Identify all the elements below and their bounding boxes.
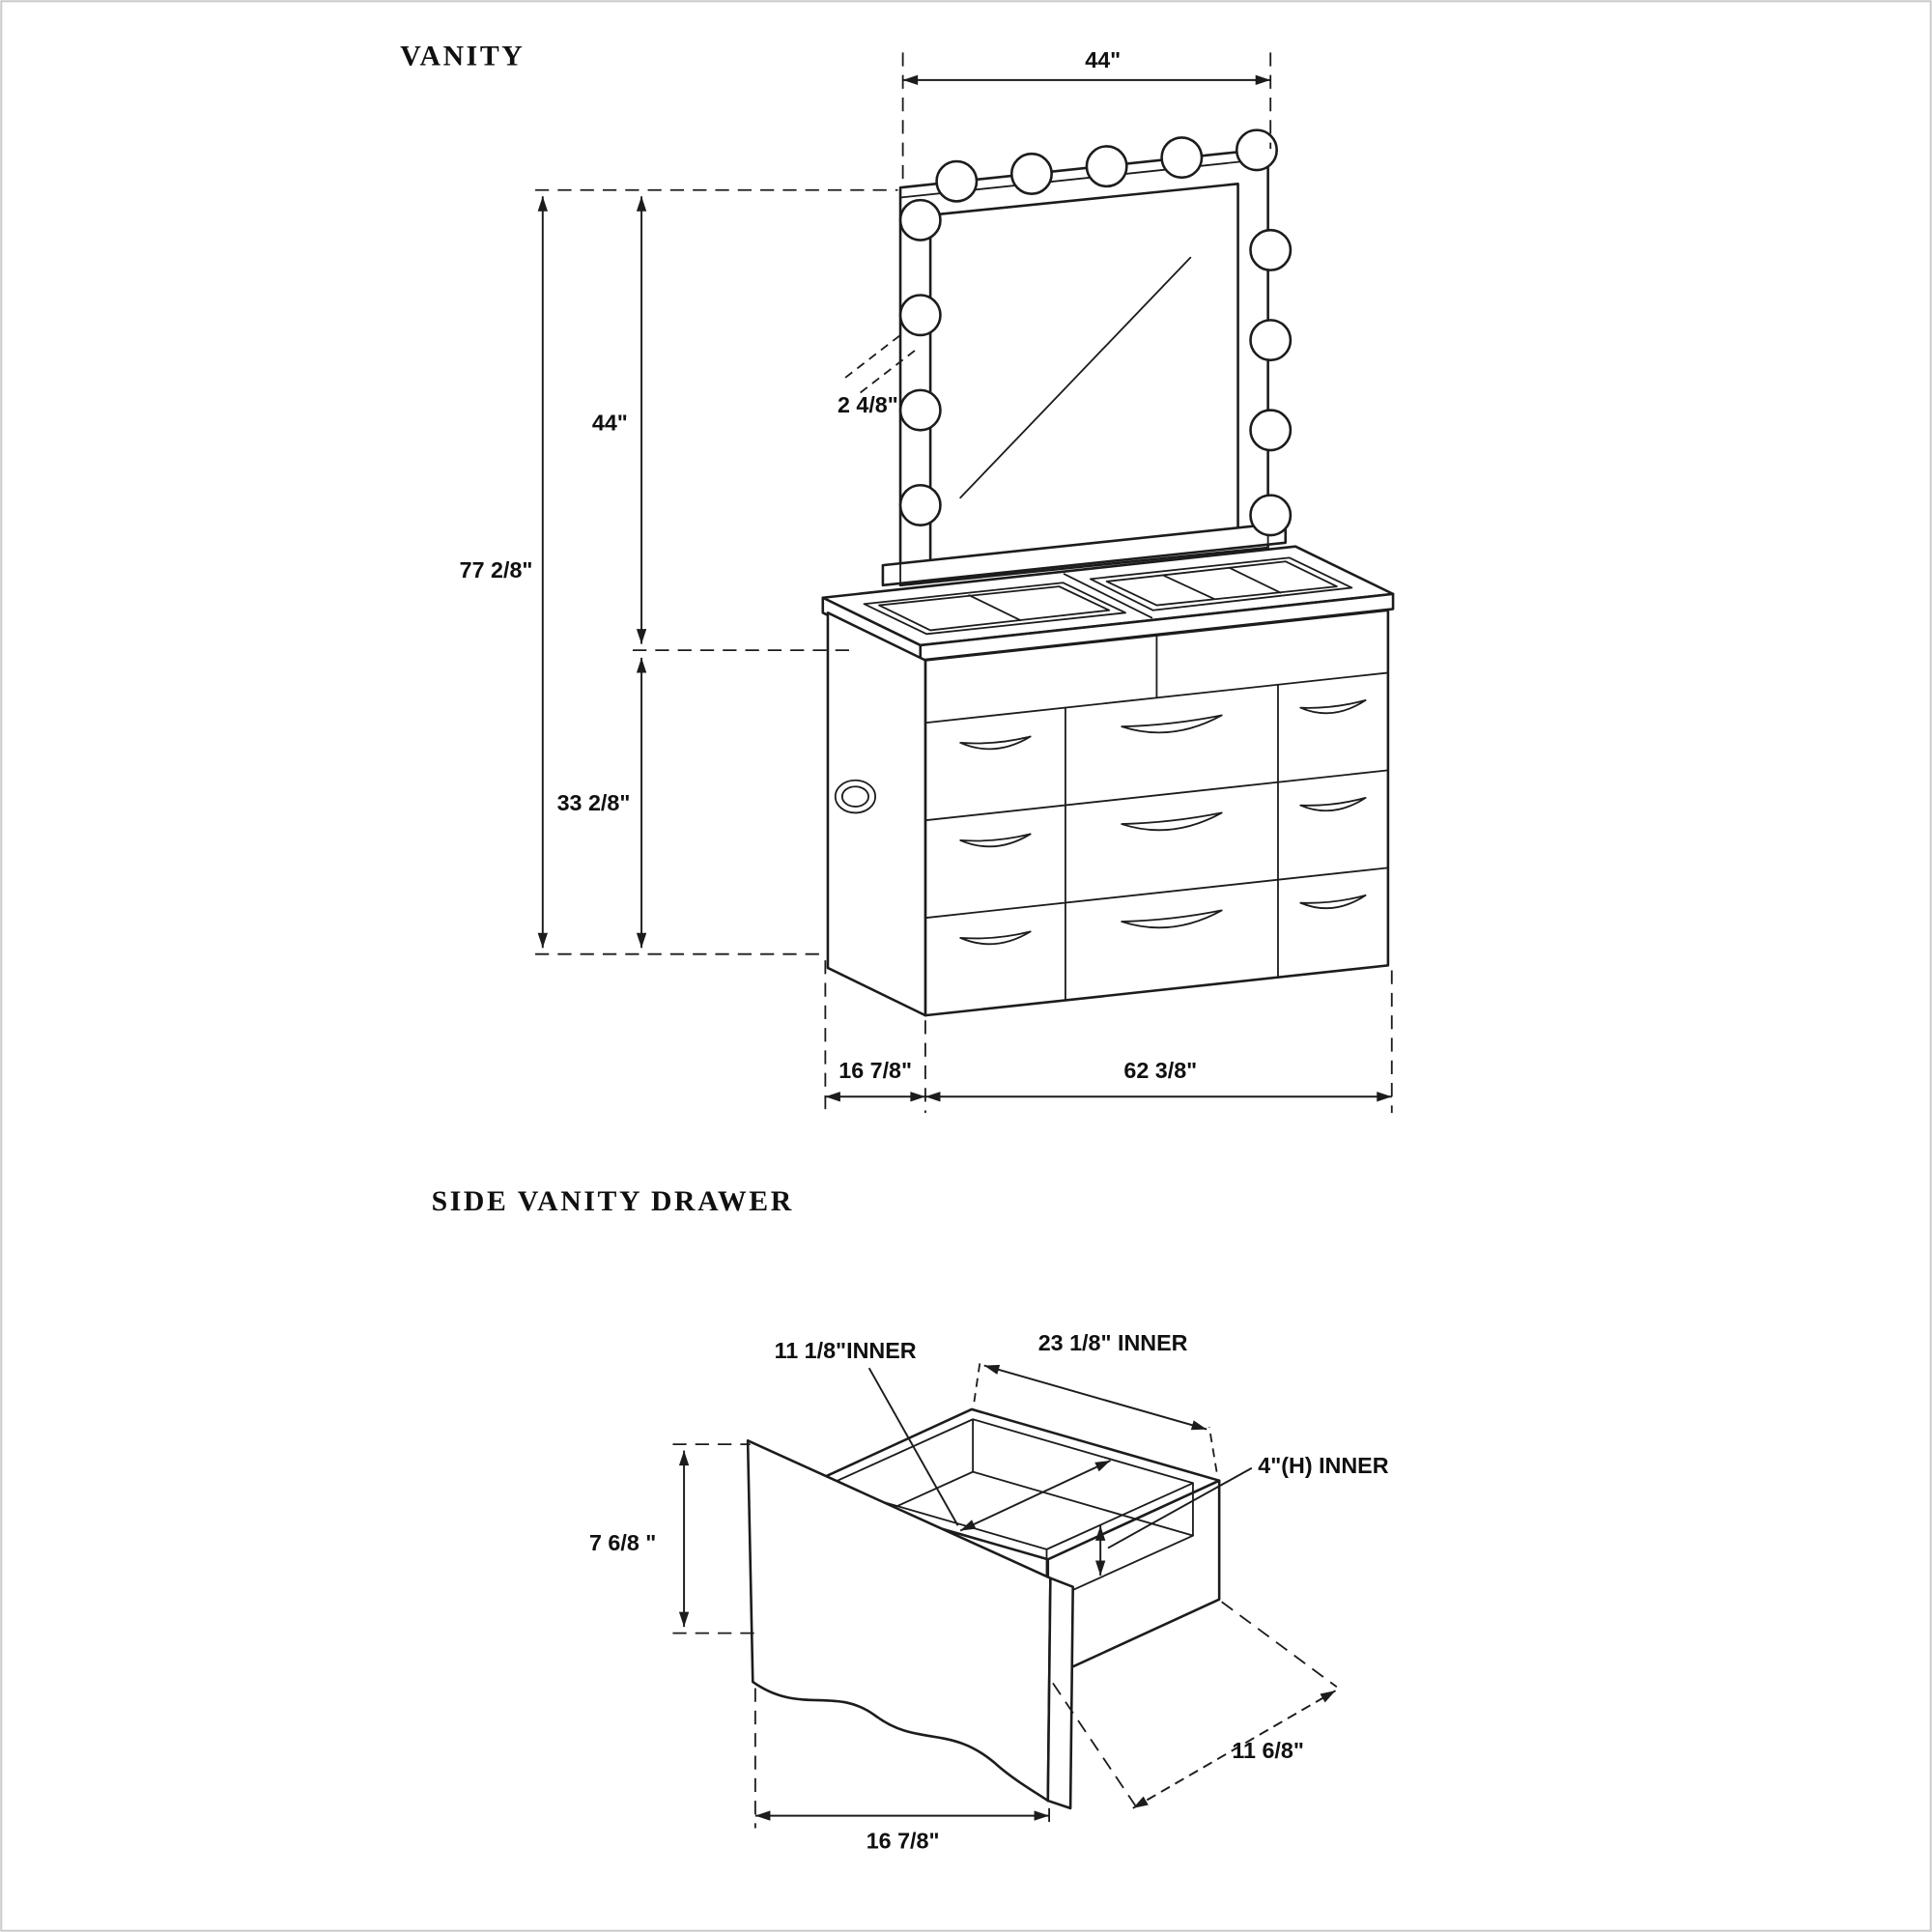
light-bulb (1249, 494, 1293, 537)
mirror-reflection-line (959, 256, 1192, 499)
ext-line (973, 1358, 981, 1403)
light-bulb (1009, 152, 1053, 195)
dim-inner-width: 11 1/8"INNER (775, 1338, 917, 1363)
drawer-dimensions: 23 1/8" INNER 11 1/8"INNER 4"(H) INNER 7… (589, 1330, 1389, 1853)
vanity-title: VANITY (400, 40, 525, 71)
drawer-handles (959, 699, 1367, 946)
left-tray-inner (878, 585, 1111, 632)
drawer-separator-2 (924, 867, 1389, 920)
handle (1121, 811, 1223, 832)
right-tray-inner (1105, 560, 1338, 607)
dim-base-height: 33 2/8" (557, 790, 631, 815)
handle (1121, 714, 1223, 734)
dim-line-inner-width (959, 1460, 1111, 1532)
mirror-base-bar (881, 521, 1288, 587)
drawer-separator-1 (924, 769, 1389, 822)
light-bulb (1249, 409, 1293, 452)
dim-inner-depth: 23 1/8" INNER (1038, 1330, 1188, 1355)
leader-line (867, 1367, 959, 1526)
dim-line-side-depth (1132, 1690, 1337, 1809)
light-bulb (935, 159, 979, 203)
drawer-diagram: SIDE VANITY DRAWER 23 1/8" INNER 11 1/8 (432, 1185, 1389, 1853)
light-bulb (898, 483, 942, 526)
light-bulb (1085, 145, 1128, 188)
dim-side-depth: 11 6/8" (1232, 1738, 1304, 1763)
handle (1121, 909, 1223, 929)
dim-line-inner-depth (983, 1364, 1208, 1431)
ext-line (1052, 1682, 1137, 1806)
dim-mirror-height: 44" (592, 410, 628, 435)
left-tray-divider (968, 594, 1022, 621)
light-bulb (898, 294, 942, 337)
handle (959, 930, 1032, 946)
right-tray-divider-1 (1161, 574, 1215, 600)
ext-line (1208, 1426, 1218, 1472)
light-bulb (1235, 128, 1278, 172)
drawer-divisions (924, 634, 1389, 1002)
top-center-split (1063, 573, 1153, 619)
light-bulb (898, 388, 942, 432)
dresser (821, 545, 1395, 1017)
dim-base-width: 62 3/8" (1123, 1058, 1197, 1083)
handle (959, 735, 1032, 751)
front-panel-face (746, 1438, 1052, 1803)
dim-total-height: 77 2/8" (460, 557, 533, 582)
mirror (881, 147, 1288, 587)
light-bulb (1249, 319, 1293, 362)
dim-mirror-width: 44" (1085, 47, 1121, 72)
dim-frame-thickness: 2 4/8" (838, 392, 898, 417)
tick-line (860, 349, 917, 394)
vanity-dimensions: 44" 2 4/8" 44" 77 2/8" 33 2/8" 16 7/8" (460, 47, 1393, 1114)
dim-front-width: 16 7/8" (867, 1828, 940, 1853)
right-tray-outer (1089, 556, 1353, 611)
dim-inner-height: 4"(H) INNER (1258, 1453, 1388, 1478)
light-bulb (1160, 136, 1204, 180)
handle (1299, 894, 1367, 910)
dim-base-depth: 16 7/8" (838, 1058, 912, 1083)
top-trays (863, 556, 1353, 636)
left-tray-outer (863, 582, 1126, 636)
handle (1299, 699, 1367, 715)
light-bulbs (898, 128, 1293, 537)
mirror-glass (928, 182, 1239, 564)
dresser-left-side (826, 611, 927, 1017)
right-tray-divider-2 (1228, 566, 1282, 594)
dim-front-height: 7 6/8 " (589, 1530, 656, 1555)
light-bulb (898, 198, 942, 242)
ext-line (1221, 1601, 1338, 1689)
side-grommet-inner (840, 785, 869, 808)
handle (1299, 796, 1367, 812)
handle (959, 833, 1032, 848)
vanity-diagram: VANITY (400, 40, 1395, 1114)
tick-line (844, 334, 901, 379)
light-bulb (1249, 228, 1293, 271)
drawer-title: SIDE VANITY DRAWER (432, 1185, 794, 1217)
leader-line (1107, 1466, 1253, 1549)
